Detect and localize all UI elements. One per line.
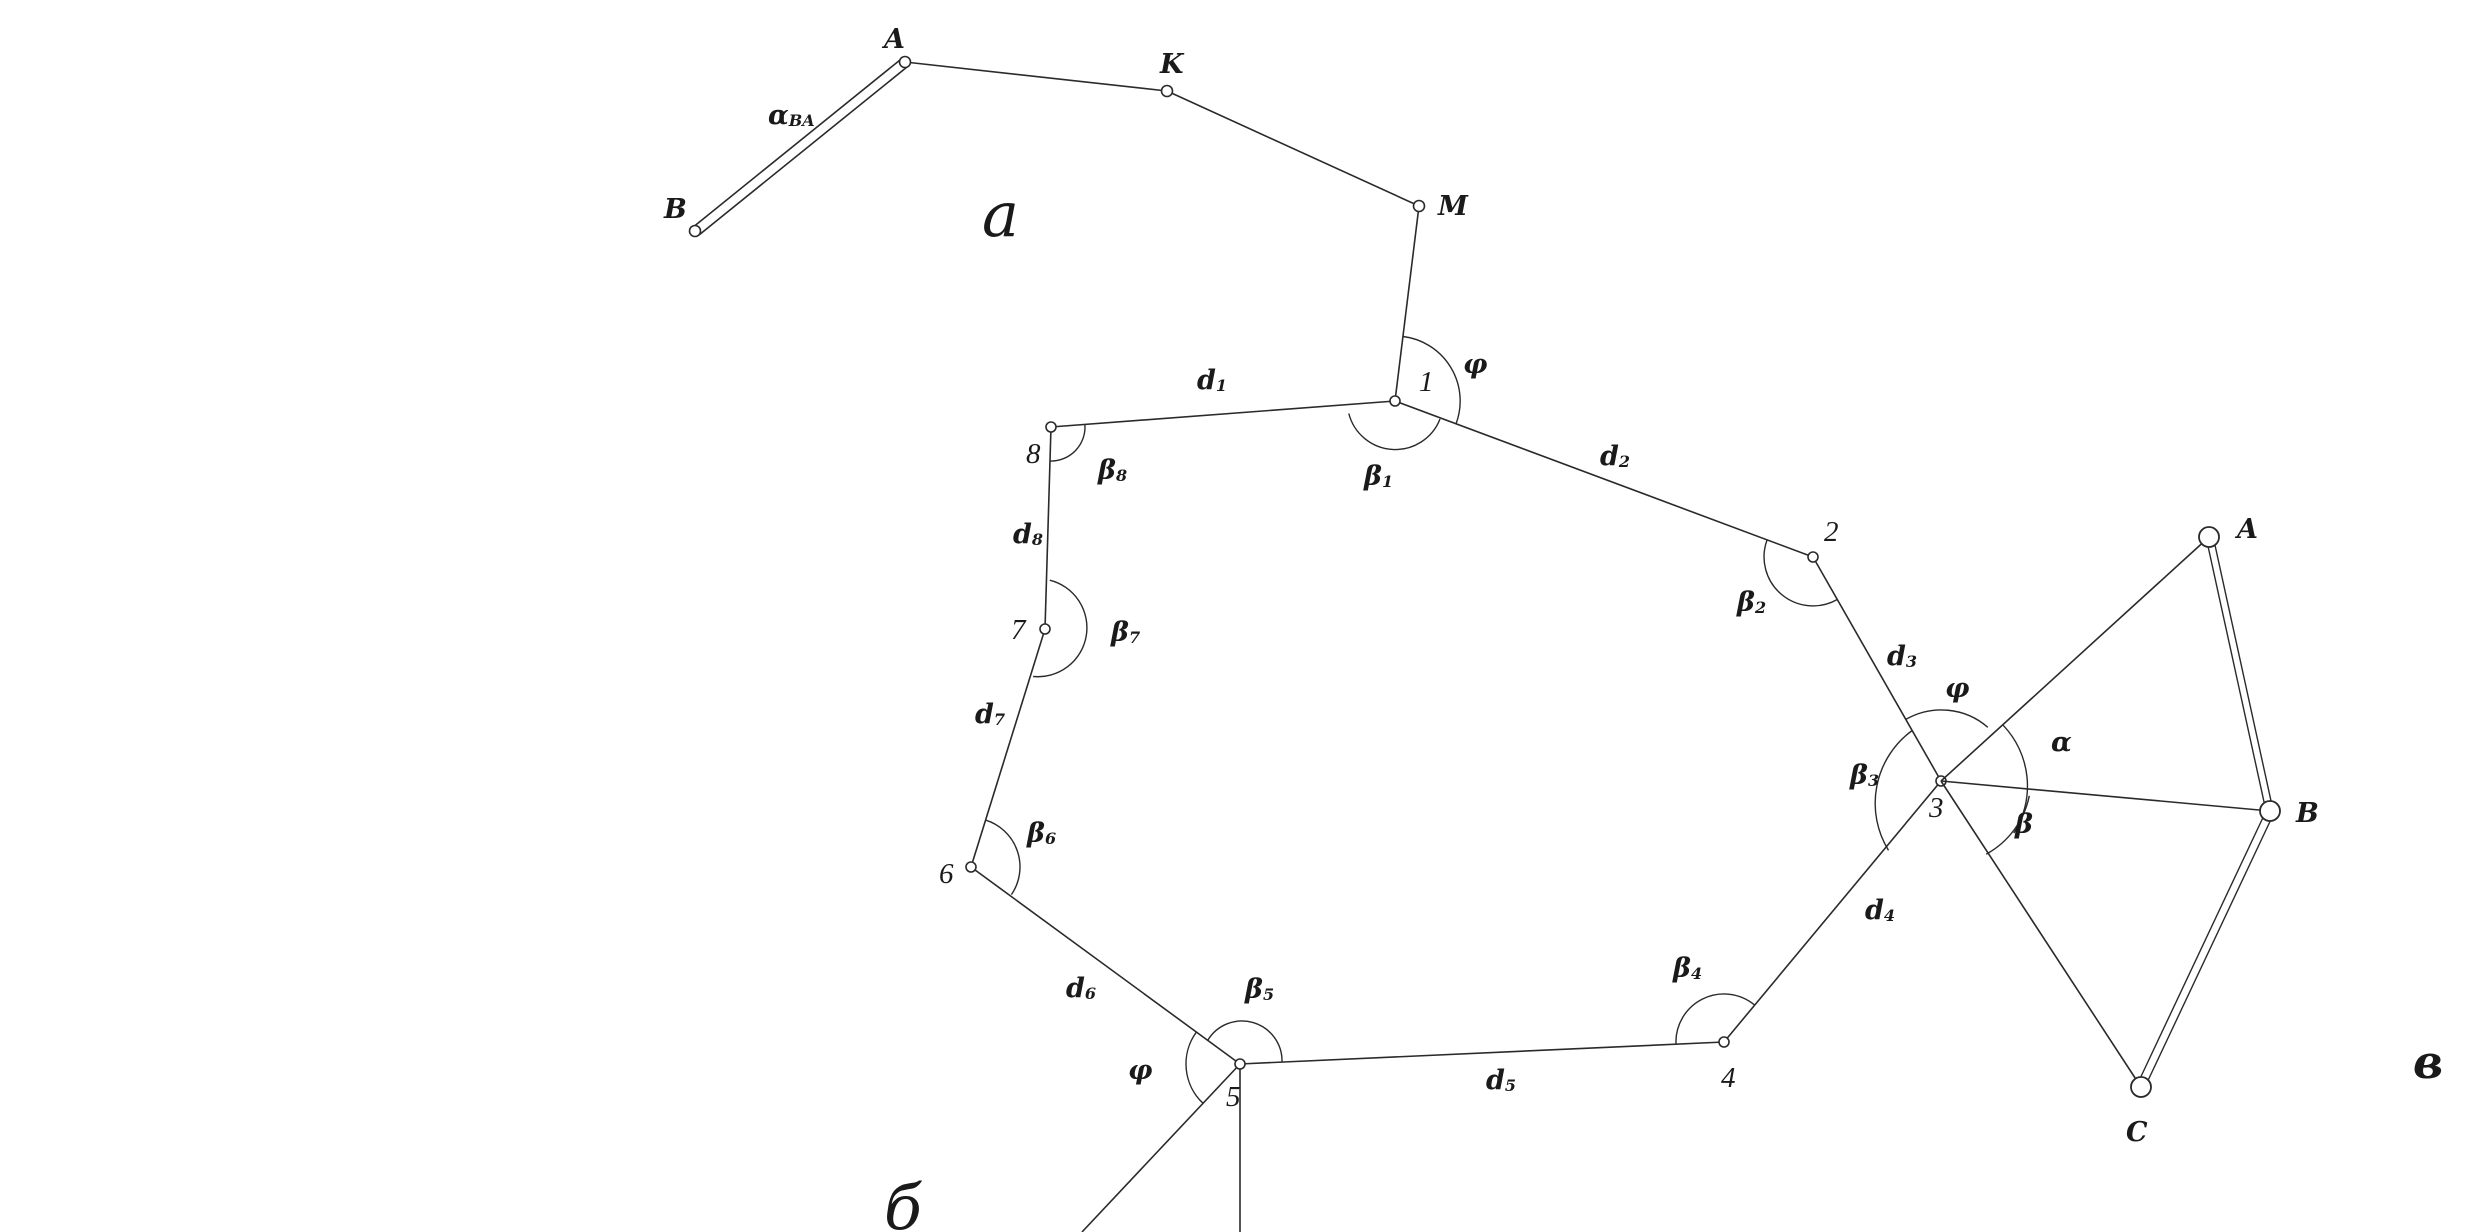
line-k-m: [1166, 90, 1420, 207]
arc-phi1: [1402, 335, 1461, 425]
label-d7: d7: [975, 699, 1005, 730]
vertex-label-4: 4: [1721, 1062, 1736, 1094]
label-d3: d3: [1887, 641, 1917, 672]
label-beta7: β7: [1110, 617, 1140, 648]
line-m-1: [1394, 205, 1420, 402]
vertex-5: [1234, 1058, 1246, 1070]
side-d2: [1394, 400, 1814, 558]
label-d1: d1: [1197, 365, 1227, 396]
caption-c: в: [2413, 1035, 2443, 1089]
label-beta2: β2: [1736, 587, 1766, 618]
arc-beta7: [1033, 579, 1088, 678]
vertex-label-5: 5: [1226, 1081, 1241, 1113]
vertex-label-3: 3: [1928, 792, 1944, 824]
point-c-big: [2130, 1076, 2152, 1098]
point-a: [898, 55, 912, 69]
arc-beta1: [1348, 413, 1441, 451]
label-beta: β: [2014, 809, 2033, 840]
point-b: [688, 224, 702, 238]
label-phi-5: φ: [1128, 1055, 1153, 1086]
label-alpha-ba: αBA: [768, 100, 815, 131]
arc-beta6: [985, 819, 1021, 895]
line-b-c-outer: [2136, 808, 2268, 1086]
side-d1: [1050, 400, 1396, 428]
arc-phi3: [1905, 709, 1989, 728]
line-a-b-outer: [2205, 536, 2267, 812]
line-b-a-inner: [698, 66, 908, 236]
arc-beta-c: [1985, 795, 2030, 855]
vertex-label-1: 1: [1419, 366, 1434, 398]
label-c-b: B: [2295, 798, 2319, 829]
label-k: K: [1159, 49, 1185, 80]
side-d6: [970, 866, 1241, 1065]
vertex-6: [965, 861, 977, 873]
vertex-label-6: 6: [939, 858, 954, 890]
label-beta8: β8: [1097, 455, 1127, 486]
line-b-c-inner: [2143, 812, 2275, 1090]
label-beta6: β6: [1026, 818, 1056, 849]
side-d4: [1723, 780, 1942, 1043]
side-d3: [1812, 556, 1942, 782]
vertex-1: [1389, 395, 1401, 407]
vertex-label-8: 8: [1026, 438, 1041, 470]
label-beta3: β3: [1849, 760, 1879, 791]
vertex-label-7: 7: [1011, 614, 1027, 646]
label-m: M: [1437, 191, 1469, 222]
side-d5: [1239, 1041, 1725, 1065]
ray-3-a: [1940, 536, 2210, 782]
label-phi-1: φ: [1463, 349, 1488, 380]
label-c-a: A: [2234, 514, 2258, 545]
label-a: A: [881, 24, 905, 55]
panel-b: 1 2 3 4 5 6 7 8 β1 β2 β3 β4 β5 β6 β7 β8 …: [884, 335, 2030, 1232]
arc-beta2: [1763, 539, 1838, 607]
point-b-big: [2259, 800, 2281, 822]
side-d7: [970, 628, 1046, 868]
label-beta5: β5: [1244, 974, 1274, 1005]
label-d8: d8: [1013, 519, 1043, 550]
label-d2: d2: [1600, 441, 1630, 472]
label-d6: d6: [1066, 973, 1096, 1004]
vertex-4: [1718, 1036, 1730, 1048]
ray-3-c: [1940, 780, 2142, 1088]
arc-phi5: [1185, 1031, 1204, 1104]
label-phi-3: φ: [1945, 673, 1970, 704]
point-k: [1160, 84, 1174, 98]
label-alpha: α: [2051, 727, 2072, 758]
point-m: [1412, 199, 1426, 213]
line-5-diagonal: [1081, 1063, 1241, 1232]
caption-a: а: [982, 178, 1019, 251]
label-beta1: β1: [1363, 461, 1393, 492]
panel-a: A B K M αBA а: [663, 24, 1469, 402]
vertex-8: [1045, 421, 1057, 433]
vertex-label-2: 2: [1824, 516, 1839, 548]
arc-beta3: [1874, 729, 1913, 851]
label-c-c: C: [2126, 1117, 2148, 1148]
caption-b: б: [884, 1171, 923, 1232]
ray-3-b: [1940, 780, 2271, 812]
side-d8: [1044, 426, 1052, 630]
arc-beta8: [1049, 424, 1086, 462]
label-d4: d4: [1865, 895, 1895, 926]
vertex-2: [1807, 551, 1819, 563]
label-beta4: β4: [1672, 953, 1702, 984]
point-a-big: [2198, 526, 2220, 548]
line-a-b-inner: [2212, 535, 2274, 811]
line-a-k: [904, 61, 1168, 92]
label-b: B: [663, 194, 687, 225]
arc-beta4: [1675, 993, 1756, 1045]
label-d5: d5: [1486, 1065, 1516, 1096]
line-b-a-outer: [691, 59, 901, 229]
vertex-7: [1039, 623, 1051, 635]
arc-beta5: [1207, 1020, 1283, 1063]
panel-c: A B C α β φ в: [1940, 514, 2443, 1148]
